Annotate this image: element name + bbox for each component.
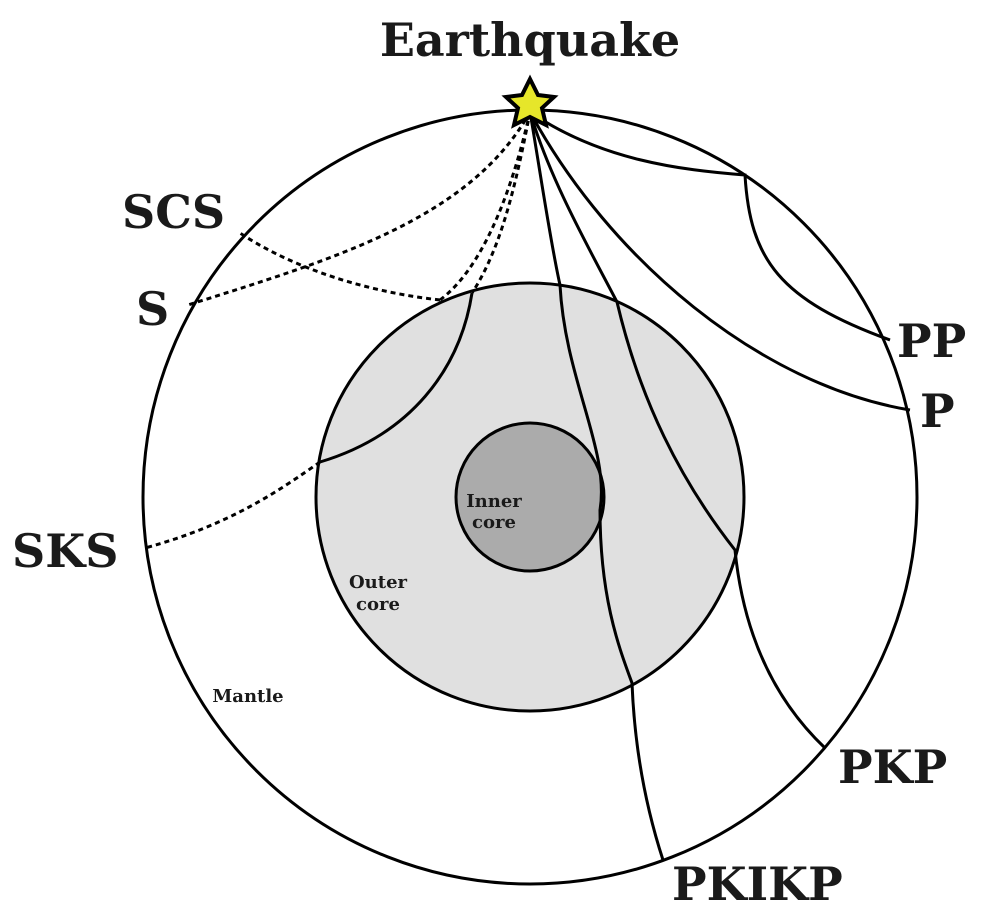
- ray-sks-down: [470, 111, 532, 294]
- outer-core-label-line1: Outer: [349, 572, 408, 593]
- inner-core-label-line1: Inner: [466, 491, 522, 512]
- ray-pkikp: [528, 111, 665, 861]
- wave-label-sks: SKS: [12, 524, 118, 578]
- wave-label-pkp: PKP: [838, 740, 947, 794]
- wave-label-s: S: [136, 282, 169, 336]
- wave-label-scs: SCS: [122, 185, 225, 239]
- inner-core-label-line2: core: [472, 512, 516, 533]
- ray-sks-up: [144, 460, 321, 550]
- ray-pp: [529, 110, 891, 342]
- earthquake-star-icon: [501, 74, 559, 129]
- wave-label-p: P: [920, 384, 955, 438]
- title-earthquake: Earthquake: [380, 13, 680, 67]
- ray-sks-p-leg: [319, 292, 474, 464]
- ray-p: [528, 111, 911, 412]
- mantle-label: Mantle: [212, 686, 283, 707]
- wave-label-pkikp: PKIKP: [672, 857, 843, 904]
- ray-s: [187, 111, 532, 307]
- inner-core-circle: [454, 421, 606, 573]
- ray-scs-up: [239, 231, 441, 302]
- outer-core-label-line2: core: [356, 594, 400, 615]
- wave-label-pp: PP: [897, 314, 966, 368]
- ray-pkp: [528, 111, 827, 750]
- ray-scs-down: [439, 111, 532, 302]
